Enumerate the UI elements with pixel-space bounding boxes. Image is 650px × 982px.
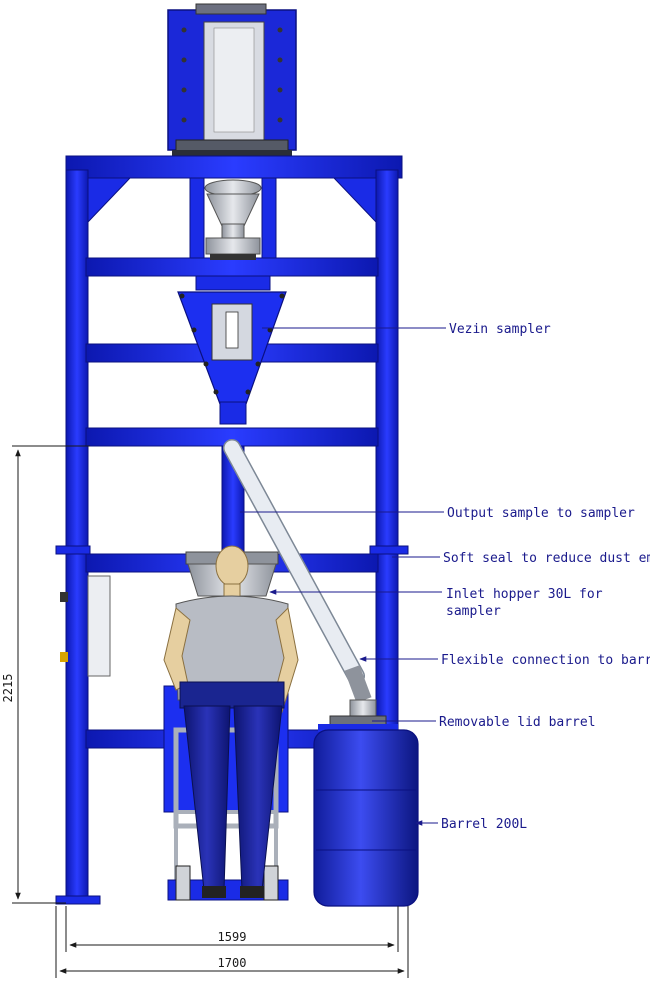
flexible-hose (223, 439, 377, 721)
barrel-200l (313, 715, 419, 907)
label-removable-lid: Removable lid barrel (439, 715, 596, 730)
label-flexible-connection: Flexible connection to barrel 200L (441, 653, 650, 668)
vezin-sampler (177, 275, 287, 425)
label-soft-seal: Soft seal to reduce dust emission (443, 551, 650, 566)
label-inlet-hopper-line1: Inlet hopper 30L for (446, 587, 603, 602)
control-box (60, 575, 111, 677)
dim-inner-width-value: 1599 (218, 930, 247, 944)
dim-outer-width-value: 1700 (218, 956, 247, 970)
label-barrel: Barrel 200L (441, 817, 527, 832)
crusher-unit (167, 3, 297, 158)
label-inlet-hopper-line2: sampler (446, 604, 501, 619)
dim-height-value: 2215 (1, 674, 15, 703)
feed-funnel (204, 179, 262, 260)
label-vezin-sampler: Vezin sampler (449, 322, 551, 337)
operator-mannequin (163, 545, 299, 898)
label-output-sample: Output sample to sampler (447, 506, 635, 521)
